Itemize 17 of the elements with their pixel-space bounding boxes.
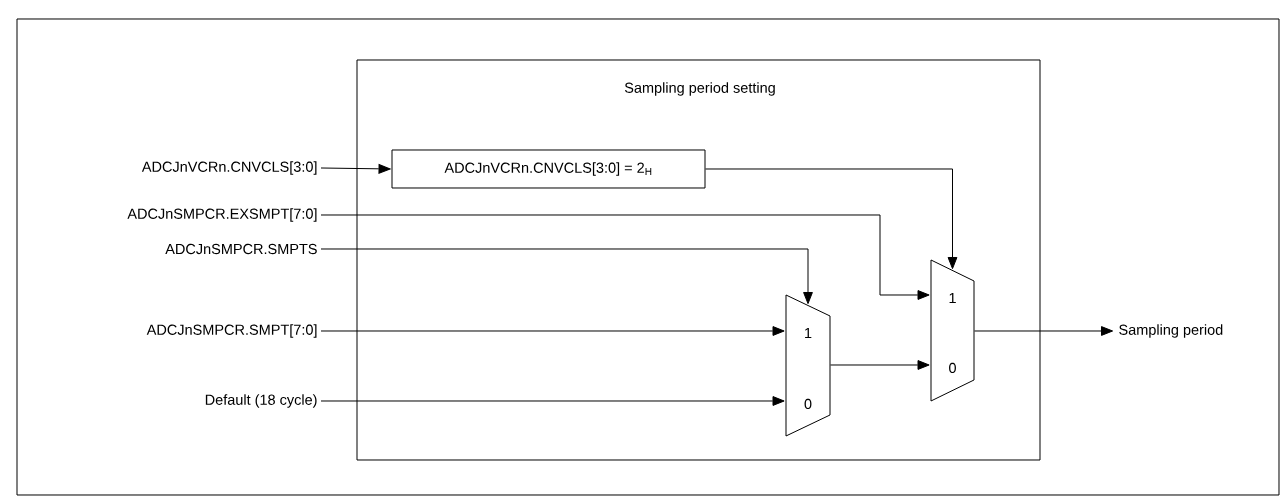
condition-box: ADCJnVCRn.CNVCLS[3:0] = 2$_{H}$ [391, 149, 706, 189]
arrow [830, 360, 930, 370]
arrow [320, 396, 785, 406]
signal-label: ADCJnSMPCR.SMPTS [165, 243, 317, 255]
arrow [705, 168, 958, 270]
arrow [320, 163, 391, 174]
signal-label: ADCJnSMPCR.EXSMPT[7:0] [127, 208, 317, 222]
signal-label: Default (18 cycle) [205, 394, 317, 408]
signal-label: ADCJnSMPCR.SMPT[7:0] [146, 324, 317, 338]
multiplexer: 1 0 [930, 259, 975, 402]
multiplexer: 1 0 [785, 294, 831, 437]
arrow [320, 326, 785, 336]
arrow [320, 248, 813, 305]
arrow [320, 214, 930, 300]
arrow [974, 326, 1114, 336]
signal-label: ADCJnVCRn.CNVCLS[3:0] [141, 161, 317, 175]
signal-label: Sampling period [1119, 324, 1223, 338]
